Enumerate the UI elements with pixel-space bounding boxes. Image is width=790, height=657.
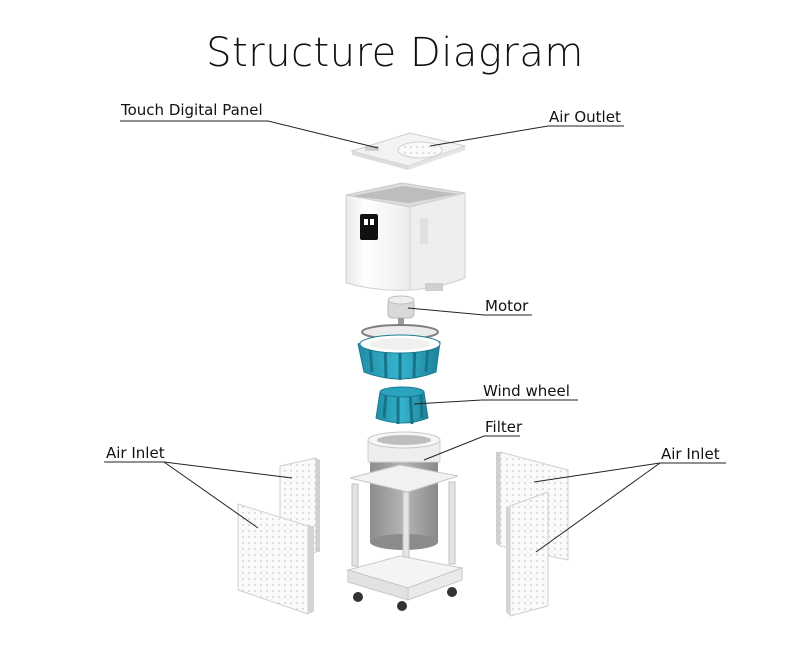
base-frame-part bbox=[346, 464, 464, 611]
right-inlet-panels bbox=[496, 451, 569, 617]
leader-lines bbox=[104, 120, 726, 553]
motor-part bbox=[387, 295, 415, 324]
label-wind-wheel: Wind wheel bbox=[483, 382, 570, 400]
leader-touch-panel bbox=[120, 120, 379, 149]
leader-wind-wheel bbox=[413, 399, 578, 405]
label-air-outlet: Air Outlet bbox=[549, 108, 621, 126]
left-inlet-panels bbox=[237, 457, 320, 615]
label-motor: Motor bbox=[485, 297, 529, 315]
label-air-inlet-left: Air Inlet bbox=[106, 444, 165, 462]
leader-motor bbox=[407, 307, 532, 316]
fan-housing-part bbox=[357, 324, 441, 380]
diagram-title: Structure Diagram bbox=[206, 30, 584, 76]
main-body-part bbox=[345, 182, 466, 291]
label-air-inlet-right: Air Inlet bbox=[661, 445, 720, 463]
wind-wheel-part bbox=[375, 386, 429, 425]
leader-air-outlet bbox=[429, 125, 624, 147]
top-cover-part bbox=[350, 132, 467, 170]
leader-filter bbox=[423, 435, 520, 461]
label-filter: Filter bbox=[485, 418, 523, 436]
leader-air-inlet-left bbox=[104, 461, 293, 479]
label-touch-digital-panel: Touch Digital Panel bbox=[121, 101, 263, 119]
